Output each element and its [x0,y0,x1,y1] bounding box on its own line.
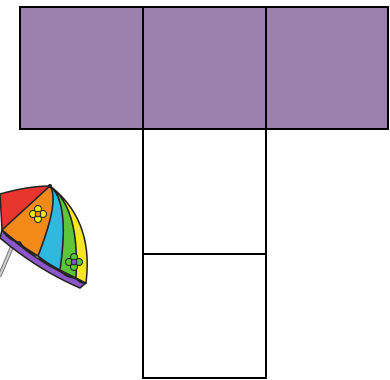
beach-umbrella-icon [0,180,92,290]
shaded-square-top-middle [142,6,267,130]
white-square-bottom [142,253,267,379]
white-square-middle [142,128,267,255]
shaded-square-top-left [19,6,144,130]
shaded-square-top-right [265,6,389,130]
